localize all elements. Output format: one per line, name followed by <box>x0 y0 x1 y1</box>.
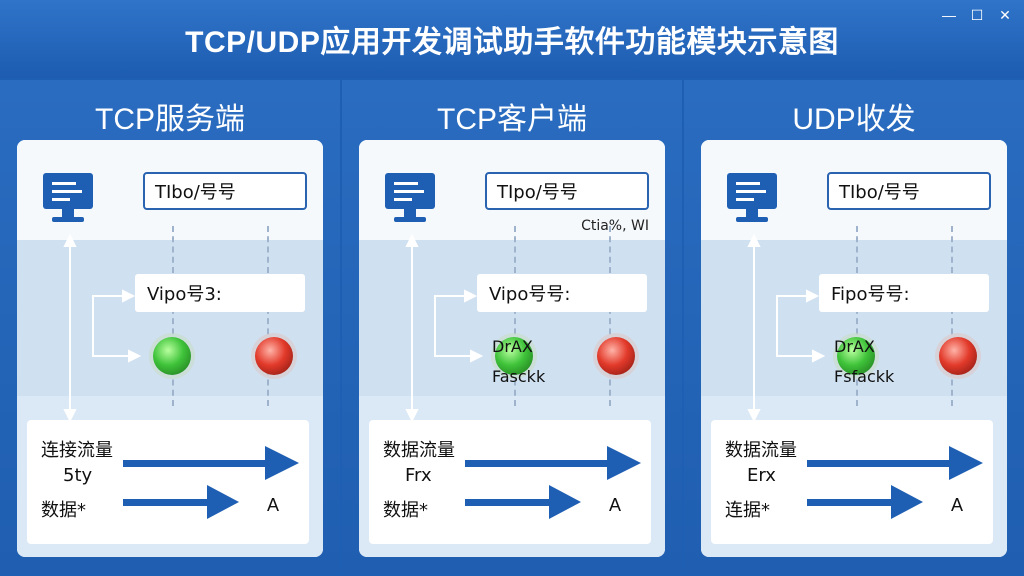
data-panel: 数据流量 Erx 连据* A <box>711 420 993 544</box>
data-line: 连据* <box>725 500 770 521</box>
connector-line <box>951 226 953 406</box>
module-card: TIbo/号号 Vipo号3: 连接流量 5ty 数据* A <box>17 140 323 557</box>
led-labels: DrAX Fasckk <box>492 332 545 392</box>
connector-line <box>856 226 858 406</box>
data-line: 数据流量 <box>383 440 455 461</box>
port-field[interactable]: Fipo号号: <box>819 274 989 312</box>
status-text: Ctia%, WI <box>581 218 649 234</box>
data-arrow-2 <box>807 485 923 519</box>
address-field[interactable]: TIbo/号号 <box>143 172 307 210</box>
connector-line <box>514 226 516 406</box>
arrow-label: A <box>951 495 964 515</box>
panel-title: UDP收发 <box>792 103 916 136</box>
data-line: 5ty <box>63 465 93 486</box>
module-card: TIbo/号号 Fipo号号: DrAX Fsfackk 数据流量 Erx 连据… <box>701 140 1007 557</box>
data-line: Erx <box>747 465 776 486</box>
minimize-button[interactable]: — <box>942 7 956 23</box>
status-led-red <box>255 337 293 375</box>
loop-arrow <box>434 289 484 363</box>
vertical-arrow-line <box>747 233 761 423</box>
connector-line <box>267 226 269 406</box>
status-led-green <box>495 337 533 375</box>
monitor-icon <box>727 173 777 222</box>
led-label: DrAX <box>492 337 533 356</box>
led-labels: DrAX Fsfackk <box>834 332 894 392</box>
status-led-green <box>153 337 191 375</box>
led-label: Fsfackk <box>834 367 895 386</box>
port-field[interactable]: Vipo号3: <box>135 274 305 312</box>
title-bar: TCP/UDP应用开发调试助手软件功能模块示意图 — ☐ ✕ <box>0 0 1024 78</box>
data-line: 数据* <box>41 500 86 521</box>
data-arrow-1 <box>807 446 983 480</box>
loop-arrow <box>92 289 142 363</box>
address-field[interactable]: TIpo/号号 <box>485 172 649 210</box>
data-panel: 数据流量 Frx 数据* A <box>369 420 651 544</box>
led-label: DrAX <box>834 337 875 356</box>
module-panel: TCP服务端 TIbo/号号 Vipo号3: <box>0 80 340 574</box>
status-led-red <box>939 337 977 375</box>
vertical-arrow-line <box>63 233 77 423</box>
window-title: TCP/UDP应用开发调试助手软件功能模块示意图 <box>185 26 839 59</box>
module-panel: UDP收发 TIbo/号号 Fipo号号: DrAX Fsfackk <box>684 80 1024 574</box>
flow-arrows <box>63 233 299 519</box>
vertical-arrow-line <box>405 233 419 423</box>
arrow-label: A <box>267 495 280 515</box>
data-panel: 连接流量 5ty 数据* A <box>27 420 309 544</box>
close-button[interactable]: ✕ <box>999 6 1011 23</box>
flow-arrows <box>405 233 641 519</box>
data-arrow-1 <box>123 446 299 480</box>
data-line: 数据流量 <box>725 440 797 461</box>
module-panel: TCP客户端 TIpo/号号 Ctia%, WI Vipo号号: DrAX Fa… <box>342 80 682 574</box>
data-arrow-2 <box>465 485 581 519</box>
window-controls: — ☐ ✕ <box>942 6 1012 24</box>
address-field[interactable]: TIbo/号号 <box>827 172 991 210</box>
led-label: Fasckk <box>492 367 546 386</box>
data-arrow-2 <box>123 485 239 519</box>
monitor-icon <box>43 173 93 222</box>
panel-title: TCP客户端 <box>437 103 587 136</box>
data-line: 数据* <box>383 500 428 521</box>
module-card: TIpo/号号 Ctia%, WI Vipo号号: DrAX Fasckk 数据… <box>359 140 665 557</box>
arrow-label: A <box>609 495 622 515</box>
data-line: 连接流量 <box>41 440 113 461</box>
monitor-icon <box>385 173 435 222</box>
data-arrow-1 <box>465 446 641 480</box>
panel-title: TCP服务端 <box>95 103 245 136</box>
status-led-red <box>597 337 635 375</box>
port-field[interactable]: Vipo号号: <box>477 274 647 312</box>
flow-arrows <box>747 233 983 519</box>
status-led-green <box>837 337 875 375</box>
connector-line <box>609 226 611 406</box>
data-line: Frx <box>405 465 432 486</box>
connector-line <box>172 226 174 406</box>
loop-arrow <box>776 289 826 363</box>
maximize-button[interactable]: ☐ <box>970 6 984 23</box>
